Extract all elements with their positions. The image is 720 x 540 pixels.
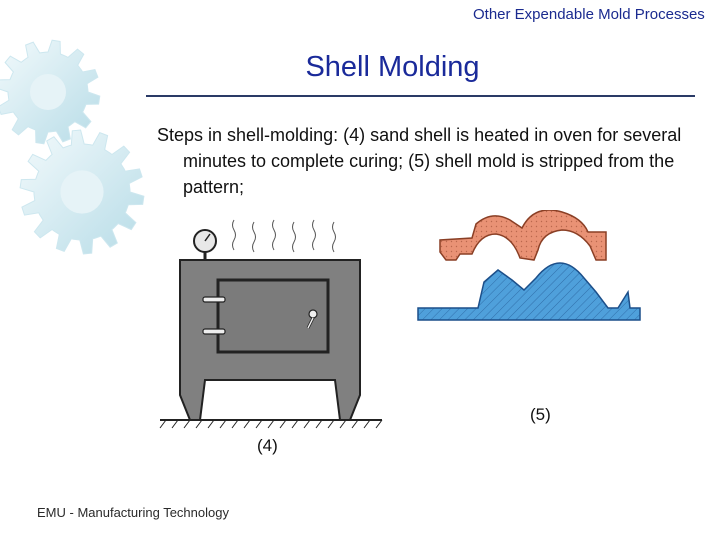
slide-body-text: Steps in shell‑molding: (4) sand shell i… [157,125,682,197]
shell-molding-figure: (4) (5) [159,210,641,455]
section-header: Other Expendable Mold Processes [473,6,705,23]
sand-shell [439,210,607,261]
figure-label-5: (5) [530,405,551,424]
latch-icon [306,309,318,329]
title-divider [146,95,695,97]
figure-label-4: (4) [257,436,278,455]
slide-title: Shell Molding [305,51,480,83]
ground-hatching [159,419,383,429]
stripped-shell-drawing: (5) [417,210,641,424]
heat-wisps [232,219,336,253]
pattern-plate [417,262,641,321]
gear-icon [0,39,101,145]
gear-icon [19,129,145,255]
hinge [202,328,226,335]
decorative-gears [0,39,145,255]
oven-drawing: (4) [159,219,383,455]
gauge-icon [193,229,217,260]
footer-text: EMU - Manufacturing Technology [37,505,229,520]
hinge [202,296,226,303]
